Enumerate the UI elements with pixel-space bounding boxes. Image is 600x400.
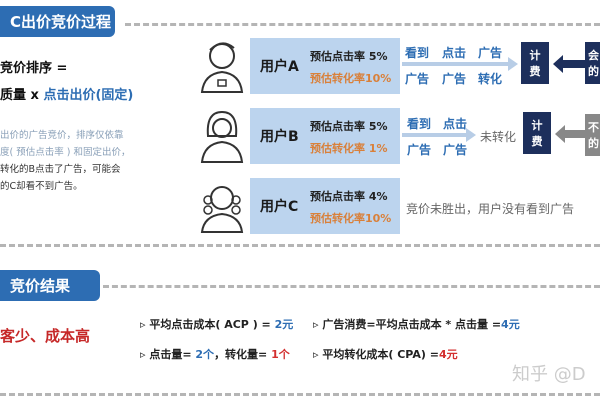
ctr: 预估点击率 5%: [310, 120, 388, 133]
section-title-result: 竞价结果: [0, 270, 100, 301]
user-b-box: 用户B 预估点击率 5% 预估转化率 1%: [250, 108, 400, 164]
flow-arrow: [402, 133, 468, 137]
billing-char: 费: [531, 135, 543, 148]
section-title-text: 竞价结果: [10, 277, 71, 295]
section-title-text: C出价竞价过程: [10, 13, 112, 31]
cpa-label: 平均转化成本( CPA) =: [322, 348, 439, 361]
flow-label: 看到: [407, 117, 432, 131]
user-name: 用户A: [260, 59, 299, 75]
conv-value: 1个: [271, 348, 290, 361]
user-a-avatar-icon: [200, 42, 244, 93]
divider: [103, 285, 600, 288]
ctr: 预估点击率 4%: [310, 190, 388, 203]
acp-label: 平均点击成本( ACP ) =: [149, 318, 275, 331]
formula-bid: 点击出价(固定): [43, 88, 134, 103]
arrow-left-icon: [555, 125, 585, 143]
cpa-value: 4元: [438, 348, 458, 361]
spend-value: 4元: [501, 318, 520, 331]
conclusion: 客少、成本高: [0, 327, 91, 345]
clicks-result: ▹ 点击量= 2个，转化量= 1个: [140, 348, 290, 361]
flow-label: 转化: [478, 72, 503, 86]
description-line: 出价的广告竞价，排序仅依靠: [0, 130, 124, 141]
flow-label: 广告: [442, 72, 467, 86]
flow-label: 广告: [407, 143, 432, 157]
arrow-head-icon: [466, 128, 476, 142]
description-line: 转化的B点击了广告，可能会: [0, 164, 121, 175]
user-name: 用户C: [260, 199, 299, 215]
watermark: 知乎 @D: [512, 364, 586, 385]
divider: [0, 393, 600, 396]
clicks-label: 点击量=: [149, 348, 196, 361]
acp-result: ▹ 平均点击成本( ACP ) = 2元: [140, 318, 294, 331]
flow-label: 点击: [443, 117, 468, 131]
billing-box: 计费: [521, 42, 549, 84]
arrow-head-icon: [508, 57, 518, 71]
cvr: 预估转化率10%: [310, 212, 392, 225]
conv-label: ，转化量=: [214, 348, 272, 361]
spend-label: 广告消费=平均点击成本 * 点击量 =: [322, 318, 502, 331]
cvr: 预估转化率 1%: [310, 142, 388, 155]
flow-label: 广告: [405, 72, 430, 86]
clicks-value: 2个: [195, 348, 215, 361]
side-char: 会: [588, 49, 599, 62]
spend-result: ▹ 广告消费=平均点击成本 * 点击量 =4元: [313, 318, 520, 331]
description-line: 的C却看不到广告。: [0, 181, 83, 192]
acp-value: 2元: [274, 318, 294, 331]
side-box: 会的: [585, 42, 600, 84]
billing-char: 计: [529, 49, 541, 62]
formula-quality: 质量 x: [0, 88, 44, 103]
not-converted-label: 未转化: [480, 130, 517, 144]
side-char: 的: [588, 137, 599, 150]
bid-lost-label: 竞价未胜出，用户没有看到广告: [406, 202, 575, 216]
flow-label: 看到: [405, 46, 430, 60]
formula-line1: 竞价排序 =: [0, 61, 68, 76]
user-name: 用户B: [260, 129, 299, 145]
cpa-result: ▹ 平均转化成本( CPA) =4元: [313, 348, 458, 361]
user-c-box: 用户C 预估点击率 4% 预估转化率10%: [250, 178, 400, 234]
description: 出价的广告竞价，排序仅依靠 度( 预估点击率 ) 和固定出价， 转化的B点击了广…: [0, 127, 130, 195]
ctr: 预估点击率 5%: [310, 50, 388, 63]
flow-arrow: [402, 62, 510, 66]
billing-box: 计费: [523, 112, 551, 154]
billing-char: 费: [529, 65, 541, 78]
arrow-left-icon: [553, 55, 585, 73]
side-char: 不: [588, 121, 599, 134]
formula-line2: 质量 x 点击出价(固定): [0, 84, 133, 103]
divider: [125, 23, 600, 26]
user-c-avatar-icon: [200, 186, 244, 233]
user-a-box: 用户A 预估点击率 5% 预估转化率10%: [250, 38, 400, 94]
description-line: 度( 预估点击率 ) 和固定出价，: [0, 147, 131, 158]
side-box: 不的: [585, 114, 600, 156]
cvr: 预估转化率10%: [310, 72, 392, 85]
section-title-bidding-process: C出价竞价过程: [0, 6, 115, 37]
divider: [0, 244, 600, 247]
flow-label: 广告: [443, 143, 468, 157]
user-b-avatar-icon: [200, 110, 244, 163]
flow-label: 点击: [442, 46, 467, 60]
billing-char: 计: [531, 119, 543, 132]
flow-label: 广告: [478, 46, 503, 60]
side-char: 的: [588, 65, 599, 78]
